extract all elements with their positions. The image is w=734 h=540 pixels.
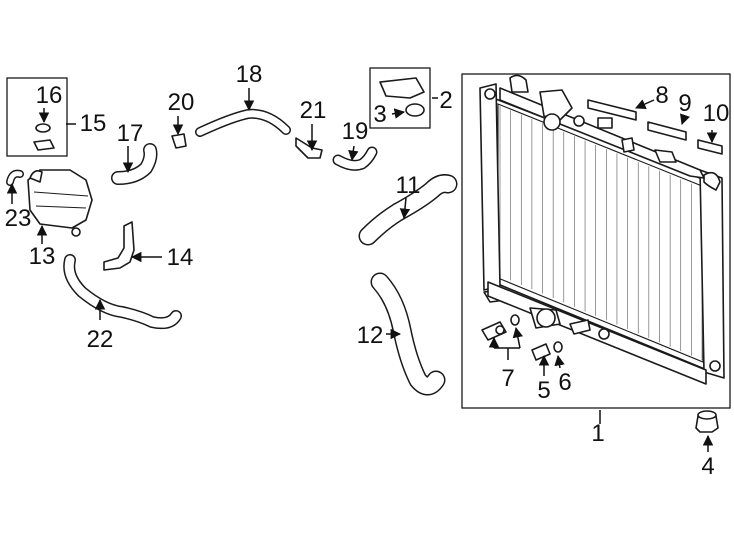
cap-group-box <box>6 77 68 157</box>
hoses <box>6 108 458 396</box>
leader-n7-right <box>512 326 524 349</box>
callout-12: 12 <box>357 322 384 349</box>
hose-17 <box>111 143 158 185</box>
callout-21: 21 <box>300 97 327 124</box>
callout-6: 6 <box>558 369 571 396</box>
callout-14: 14 <box>167 244 194 271</box>
callout-17: 17 <box>117 120 144 147</box>
radiator-core <box>487 95 713 373</box>
callout-20: 20 <box>168 89 195 116</box>
hose-18 <box>195 108 291 137</box>
hose-bracket-21 <box>295 137 323 159</box>
callout-1: 1 <box>591 420 604 447</box>
callout-16: 16 <box>36 82 63 109</box>
upper-tank <box>499 74 705 179</box>
reservoir-cap-group <box>6 77 68 157</box>
callout-4: 4 <box>701 453 714 480</box>
temp-sensor <box>481 321 507 341</box>
callout-13: 13 <box>29 243 56 270</box>
leader-n6 <box>554 354 565 369</box>
callout-8: 8 <box>655 82 668 109</box>
o-ring-6 <box>553 341 563 353</box>
leader-n11 <box>399 197 411 220</box>
hose-23 <box>6 169 24 186</box>
callout-19: 19 <box>342 118 369 145</box>
callout-9: 9 <box>678 90 691 117</box>
o-ring-7 <box>510 314 520 326</box>
leader-n8 <box>635 99 655 109</box>
leader-n19 <box>348 145 359 162</box>
bracket-cushion <box>405 103 425 117</box>
callout-10: 10 <box>703 100 730 127</box>
callout-7: 7 <box>501 365 514 392</box>
reservoir-bracket <box>103 221 135 271</box>
callout-22: 22 <box>87 326 114 353</box>
seal-10 <box>697 139 723 155</box>
callout-15: 15 <box>80 110 107 137</box>
callout-5: 5 <box>537 377 550 404</box>
seal-8 <box>587 99 637 121</box>
drain-plug <box>531 343 551 361</box>
radiator-assembly <box>461 73 731 409</box>
radiator-side-tank-right <box>686 169 725 379</box>
reservoir-cap <box>33 139 55 151</box>
callout-2: 2 <box>439 87 452 114</box>
cap-o-ring <box>35 123 51 133</box>
lower-tank <box>487 281 707 385</box>
leader-lines <box>6 88 718 452</box>
seal-9 <box>647 121 687 141</box>
bracket-group-box <box>369 67 431 129</box>
hose-22 <box>63 254 182 330</box>
hose-11 <box>358 174 458 246</box>
hose-12 <box>370 272 446 396</box>
hose-clip-20 <box>171 133 187 149</box>
hose-19 <box>332 146 378 171</box>
reservoir-tank <box>27 169 93 237</box>
callout-11: 11 <box>396 172 421 199</box>
upper-bracket-group <box>369 67 431 129</box>
leader-n3 <box>391 108 406 119</box>
callout-3: 3 <box>373 101 386 128</box>
callout-18: 18 <box>236 61 263 88</box>
callout-23: 23 <box>5 205 32 232</box>
radiator-group-box <box>461 73 731 409</box>
upper-bracket <box>379 77 425 99</box>
leader-n9 <box>680 113 690 125</box>
